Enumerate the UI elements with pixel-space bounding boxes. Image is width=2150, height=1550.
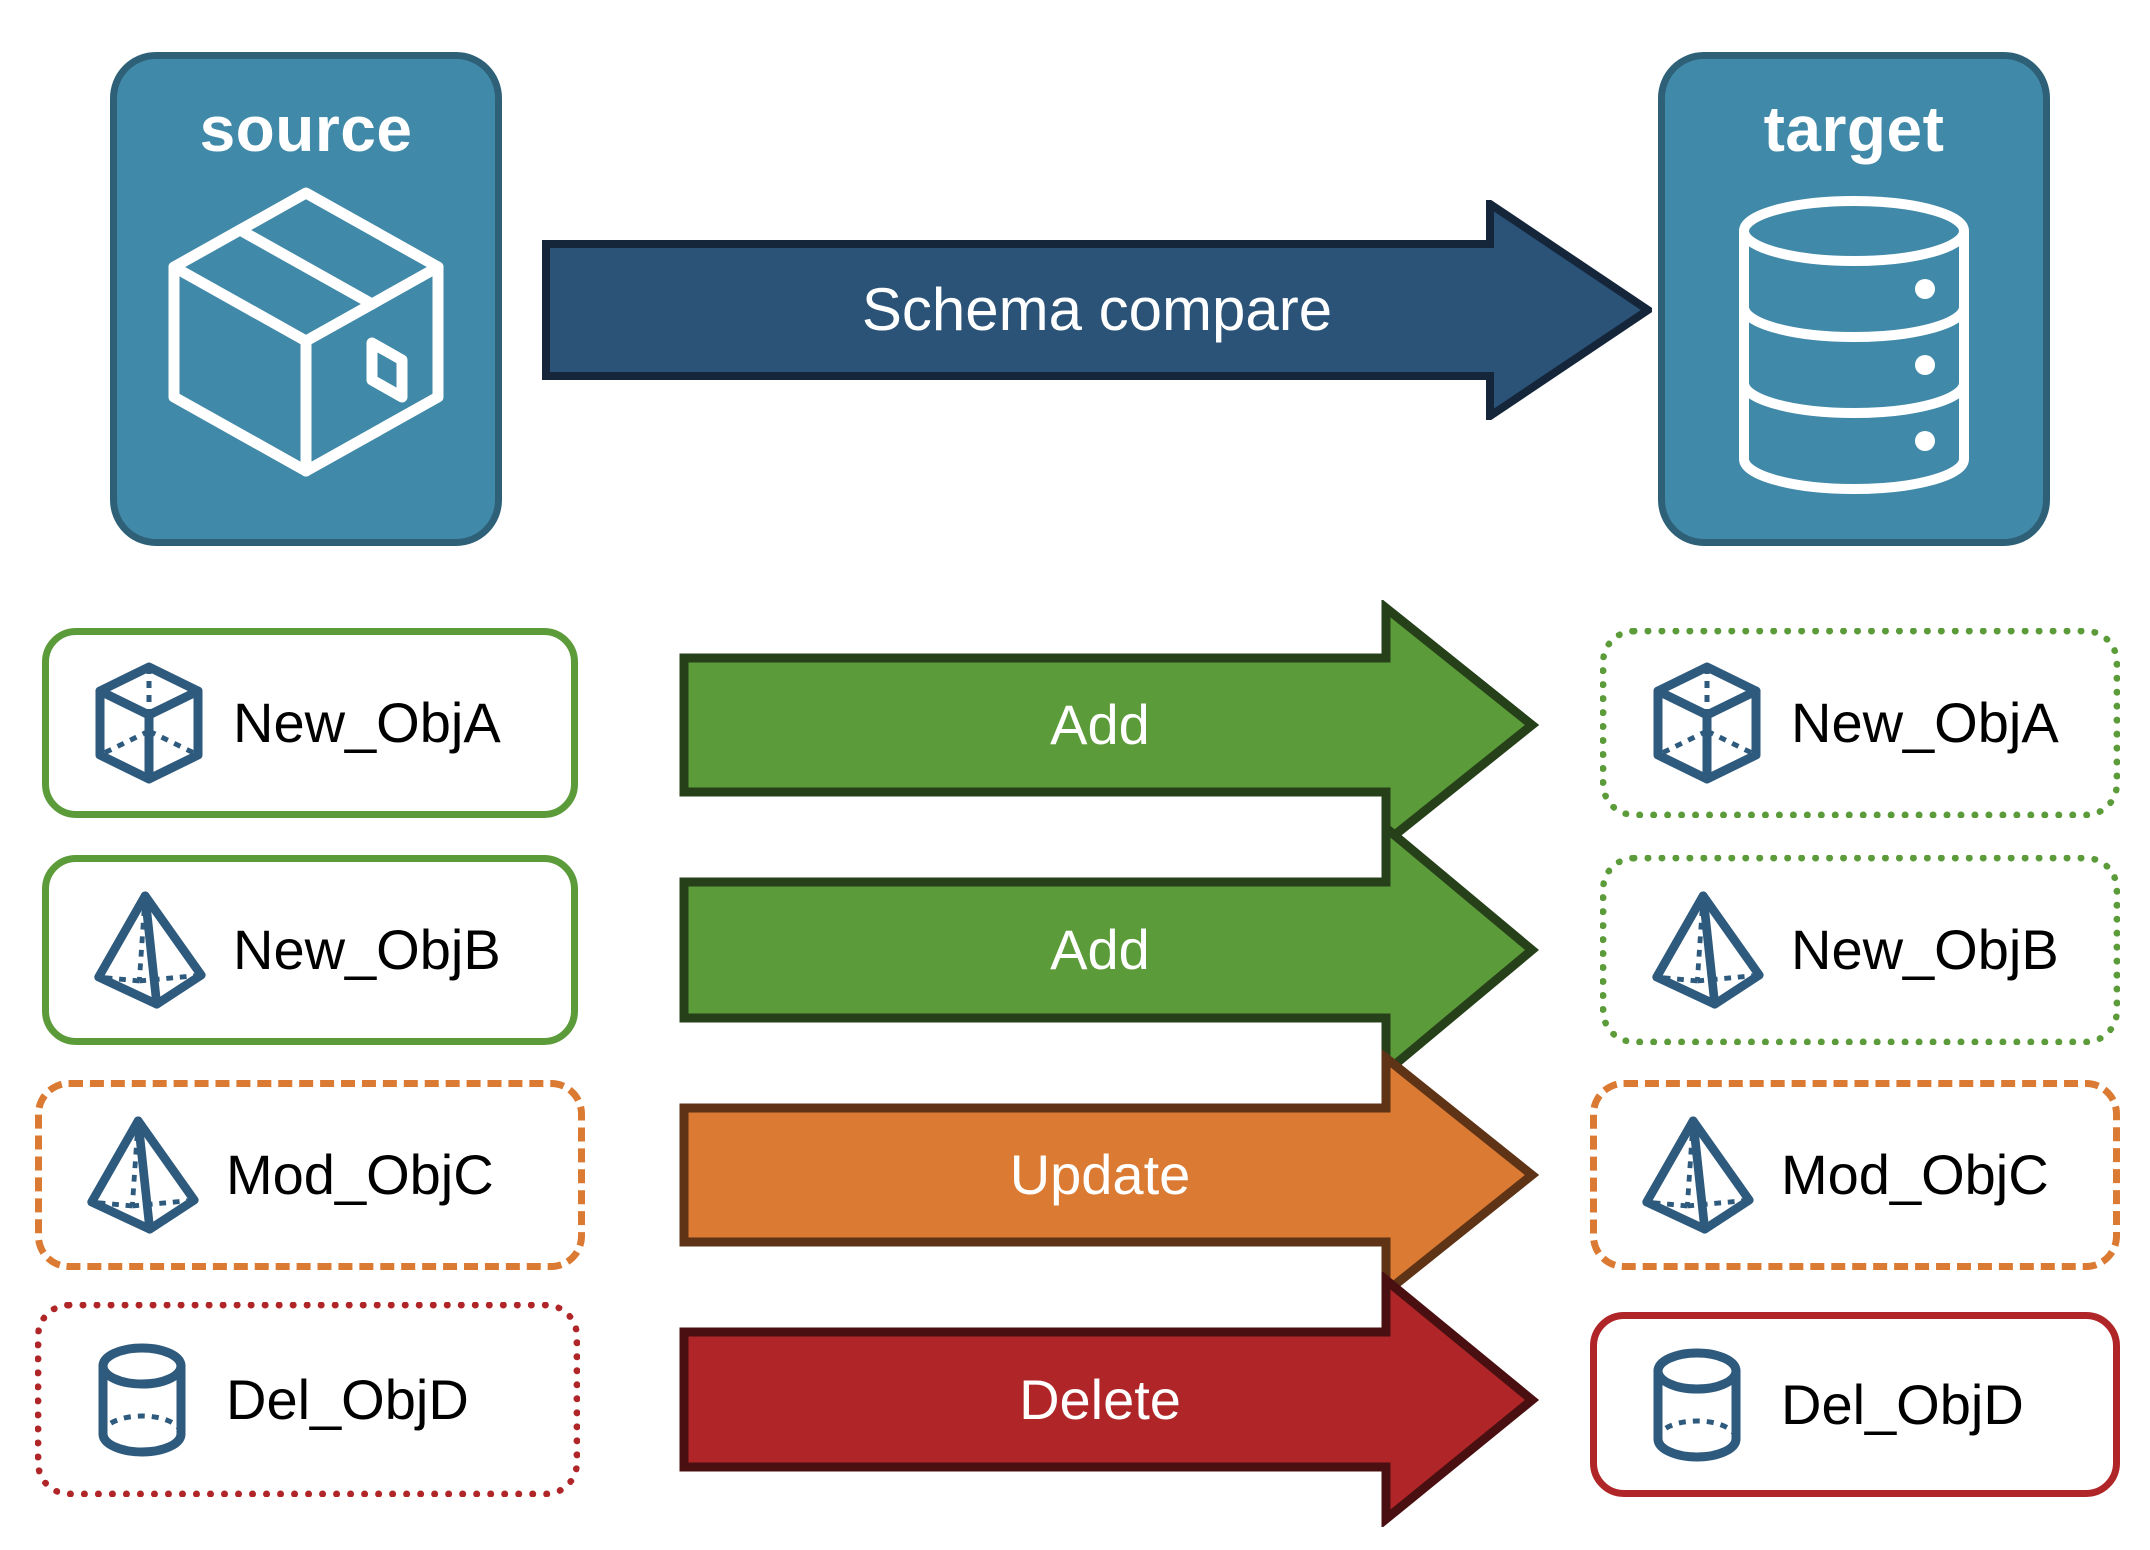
wireframe-cube-icon: [1647, 659, 1767, 787]
package-box-icon: [156, 175, 456, 490]
action-arrow-row-0: Add: [660, 600, 1540, 850]
wireframe-cylinder-icon: [1637, 1343, 1757, 1467]
database-cylinder-icon: [1729, 195, 1979, 500]
target-object-row-1: New_ObjB: [1600, 855, 2120, 1045]
wireframe-pyramid-icon: [1647, 886, 1767, 1014]
wireframe-pyramid-icon: [82, 1111, 202, 1239]
wireframe-pyramid-icon: [1637, 1111, 1757, 1239]
target-panel: target: [1658, 52, 2050, 546]
target-panel-title: target: [1763, 93, 1945, 165]
action-arrow-row-3: Delete: [660, 1272, 1540, 1527]
action-arrow-row-2: Update: [660, 1050, 1540, 1300]
source-object-label-row-1: New_ObjB: [233, 918, 501, 981]
target-object-row-2: Mod_ObjC: [1590, 1080, 2120, 1270]
source-panel-title: source: [199, 93, 413, 165]
target-object-label-row-2: Mod_ObjC: [1781, 1143, 2049, 1206]
source-object-label-row-0: New_ObjA: [233, 691, 501, 754]
source-panel: source: [110, 52, 502, 546]
source-object-label-row-3: Del_ObjD: [226, 1367, 469, 1431]
target-object-row-3: Del_ObjD: [1590, 1312, 2120, 1497]
wireframe-cylinder-icon: [82, 1338, 202, 1462]
source-object-row-1: New_ObjB: [42, 855, 578, 1045]
source-object-row-3: Del_ObjD: [35, 1302, 580, 1497]
target-object-label-row-0: New_ObjA: [1791, 691, 2059, 754]
target-object-label-row-3: Del_ObjD: [1781, 1372, 2024, 1436]
schema-compare-arrow: Schema compare: [542, 200, 1652, 420]
source-object-row-2: Mod_ObjC: [35, 1080, 585, 1270]
action-arrow-row-1: Add: [660, 820, 1540, 1080]
target-object-row-0: New_ObjA: [1600, 628, 2120, 818]
source-object-row-0: New_ObjA: [42, 628, 578, 818]
wireframe-pyramid-icon: [89, 886, 209, 1014]
wireframe-cube-icon: [89, 659, 209, 787]
target-object-label-row-1: New_ObjB: [1791, 918, 2059, 981]
source-object-label-row-2: Mod_ObjC: [226, 1143, 494, 1206]
